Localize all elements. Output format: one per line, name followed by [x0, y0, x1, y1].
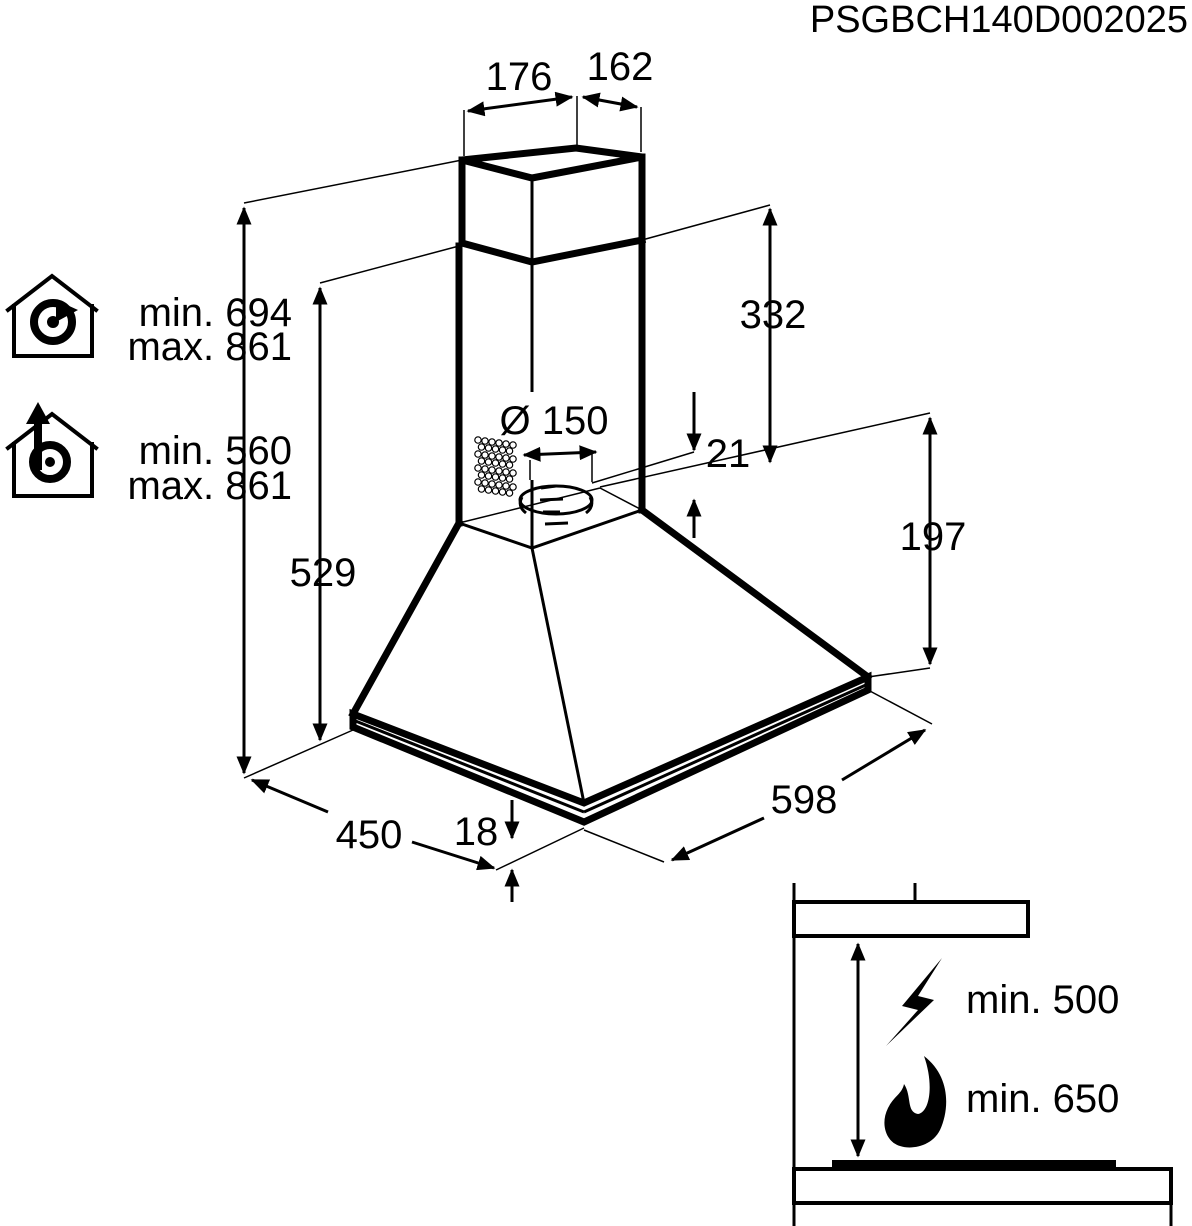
document-code: PSGBCH140D002025 [810, 0, 1188, 41]
mesh-hole [488, 452, 496, 460]
mesh-hole [495, 481, 503, 489]
mesh-hole [495, 467, 503, 475]
mesh-hole [481, 451, 489, 459]
electric-hob-icon [886, 958, 942, 1046]
dimension-lines [236, 91, 938, 902]
mesh-hole [488, 480, 496, 488]
mesh-hole [484, 458, 493, 466]
mesh-hole [484, 472, 493, 480]
extraction-max-label: max. 861 [127, 464, 292, 508]
mesh-hole [505, 447, 514, 455]
mesh-hole [509, 441, 517, 449]
mesh-hole [477, 485, 486, 493]
hood-height-label: 197 [900, 515, 967, 559]
mesh-hole [477, 443, 486, 451]
mesh-hole [474, 436, 482, 444]
mesh-hole [491, 459, 500, 467]
mesh-hole [509, 455, 517, 463]
mesh-hole [491, 487, 500, 495]
chimney-depth-label: 162 [587, 45, 654, 89]
mesh-hole [509, 469, 517, 477]
depth-label: 450 [336, 813, 403, 857]
mesh-hole [498, 460, 507, 468]
mesh-hole [488, 438, 496, 446]
gas-clearance-label: min. 650 [966, 1077, 1119, 1121]
mesh-hole [481, 437, 489, 445]
mesh-hole [484, 486, 493, 494]
extraction-min-label: min. 560 [139, 429, 292, 473]
mesh-hole [477, 457, 486, 465]
mesh-hole [491, 473, 500, 481]
mesh-hole [498, 488, 507, 496]
hood-outline [348, 144, 873, 826]
mesh-hole [474, 478, 482, 486]
mesh-hole [502, 482, 510, 490]
mesh-hole [481, 465, 489, 473]
mesh-hole [477, 471, 486, 479]
mesh-hole [498, 474, 507, 482]
mesh-hole [495, 453, 503, 461]
mesh-hole [509, 483, 517, 491]
bottom-thickness-label: 18 [454, 810, 499, 854]
recirculation-min-label: min. 694 [139, 291, 292, 335]
mesh-hole [502, 468, 510, 476]
duct-diameter-label: Ø 150 [500, 399, 609, 443]
mesh-hole [502, 454, 510, 462]
mesh-hole [484, 444, 493, 452]
filter-mesh [474, 436, 517, 497]
mesh-hole [491, 445, 500, 453]
mesh-hole [498, 446, 507, 454]
gas-flame-icon [884, 1056, 947, 1148]
mesh-hole [495, 439, 503, 447]
mesh-hole [505, 475, 514, 483]
outlet-offset-label: 21 [706, 432, 751, 476]
mesh-hole [505, 461, 514, 469]
width-label: 598 [771, 778, 838, 822]
mesh-hole [481, 479, 489, 487]
recirculation-icon [5, 273, 99, 358]
mesh-hole [474, 464, 482, 472]
chimney-height-label: 332 [740, 293, 807, 337]
total-height-label: 529 [290, 551, 357, 595]
electric-clearance-label: min. 500 [966, 978, 1119, 1022]
mesh-hole [474, 450, 482, 458]
mesh-hole [488, 466, 496, 474]
chimney-width-label: 176 [486, 55, 553, 99]
extraction-icon [5, 402, 99, 498]
recirculation-max-label: max. 861 [127, 325, 292, 369]
clearance-inset [792, 883, 1173, 1226]
mesh-hole [502, 440, 510, 448]
mesh-hole [505, 489, 514, 497]
